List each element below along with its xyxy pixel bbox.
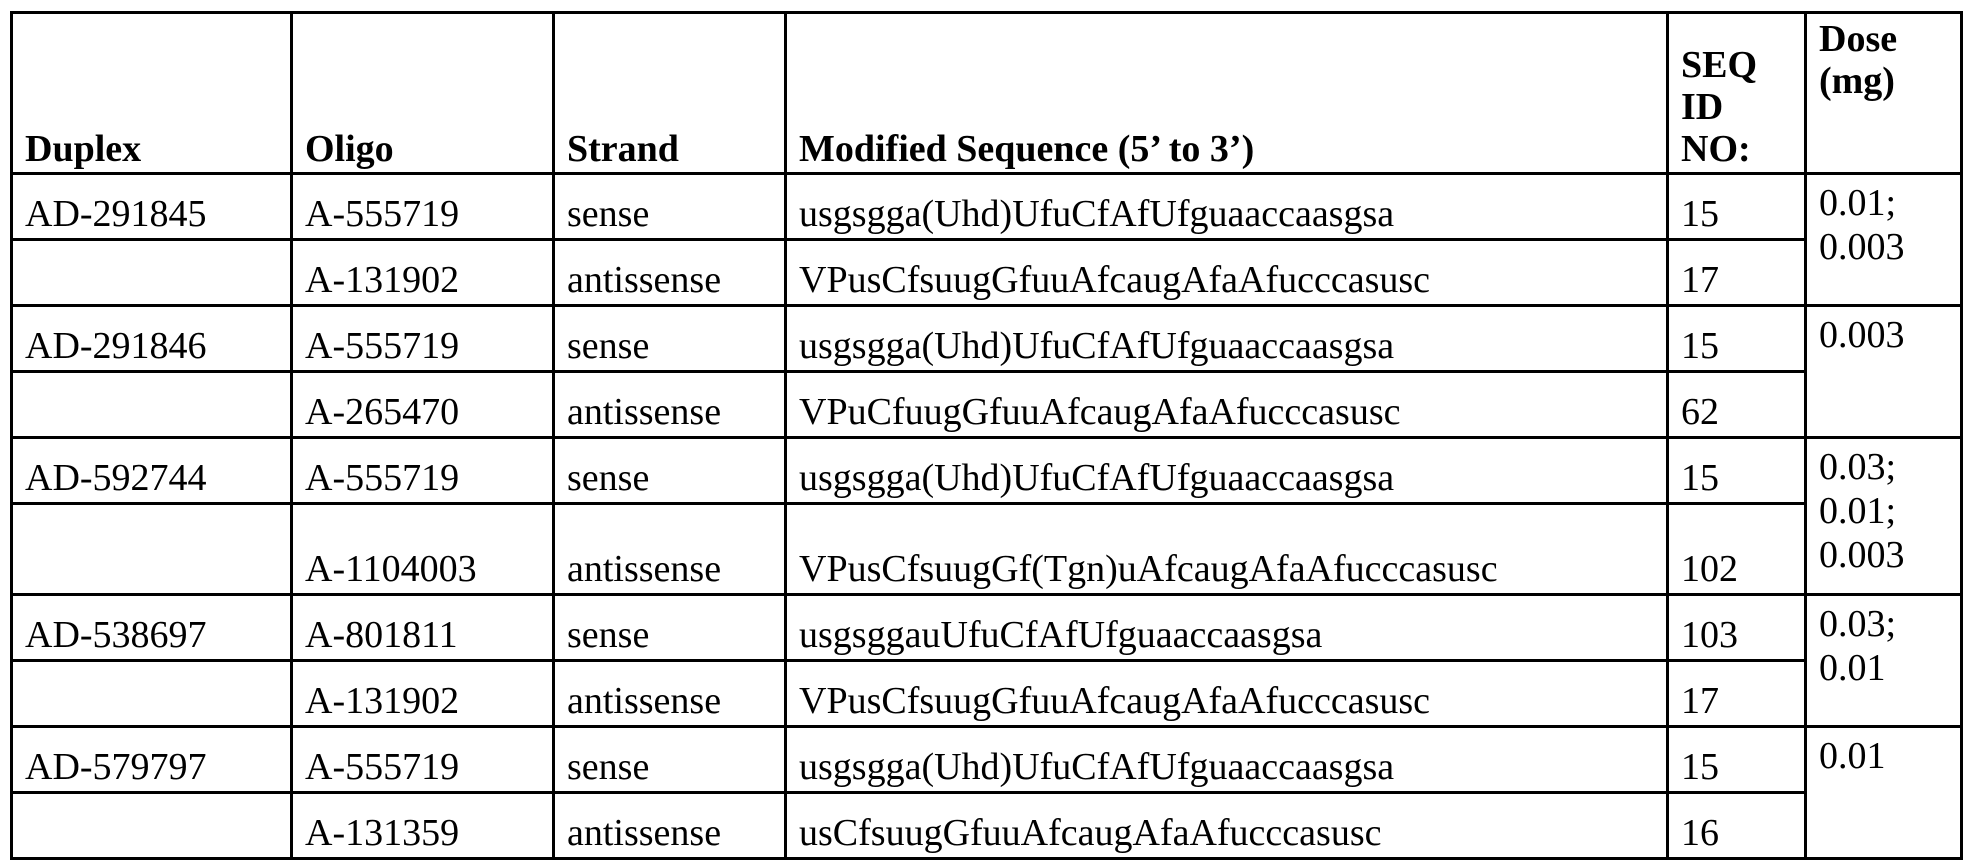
- oligo-cell: A-131902: [292, 240, 554, 306]
- dose-value: 0.003: [1819, 225, 1950, 269]
- header-seq-id-line1: SEQ: [1681, 44, 1794, 86]
- duplex-cell-empty: [12, 372, 292, 438]
- dose-value: 0.01;: [1819, 181, 1950, 225]
- table-row: A-265470 antissense VPuCfuugGfuuAfcaugAf…: [12, 372, 1962, 438]
- strand-cell: antissense: [554, 661, 786, 727]
- strand-cell: sense: [554, 727, 786, 793]
- oligo-cell: A-131359: [292, 793, 554, 859]
- duplex-cell-empty: [12, 504, 292, 595]
- strand-cell: antissense: [554, 504, 786, 595]
- strand-cell: antissense: [554, 793, 786, 859]
- sequence-cell: usCfsuugGfuuAfcaugAfaAfucccasusc: [786, 793, 1668, 859]
- seq-id-cell: 16: [1668, 793, 1806, 859]
- table-row: AD-291846 A-555719 sense usgsgga(Uhd)Ufu…: [12, 306, 1962, 372]
- table-row: AD-579797 A-555719 sense usgsgga(Uhd)Ufu…: [12, 727, 1962, 793]
- strand-cell: sense: [554, 595, 786, 661]
- sequence-cell: VPusCfsuugGf(Tgn)uAfcaugAfaAfucccasusc: [786, 504, 1668, 595]
- duplex-table: Duplex Oligo Strand Modified Sequence (5…: [10, 11, 1963, 860]
- strand-cell: antissense: [554, 372, 786, 438]
- oligo-cell: A-265470: [292, 372, 554, 438]
- table-row: A-131902 antissense VPusCfsuugGfuuAfcaug…: [12, 661, 1962, 727]
- oligo-cell: A-555719: [292, 306, 554, 372]
- table-row: AD-538697 A-801811 sense usgsggauUfuCfAf…: [12, 595, 1962, 661]
- table-row: A-131902 antissense VPusCfsuugGfuuAfcaug…: [12, 240, 1962, 306]
- sequence-cell: VPusCfsuugGfuuAfcaugAfaAfucccasusc: [786, 661, 1668, 727]
- duplex-cell: AD-291845: [12, 174, 292, 240]
- header-dose-line1: Dose: [1819, 18, 1950, 60]
- duplex-cell-empty: [12, 240, 292, 306]
- seq-id-cell: 15: [1668, 438, 1806, 504]
- header-dose: Dose (mg): [1806, 13, 1962, 174]
- seq-id-cell: 17: [1668, 661, 1806, 727]
- duplex-cell: AD-538697: [12, 595, 292, 661]
- duplex-cell: AD-291846: [12, 306, 292, 372]
- dose-value: 0.003: [1819, 533, 1950, 577]
- strand-cell: sense: [554, 174, 786, 240]
- sequence-cell: VPusCfsuugGfuuAfcaugAfaAfucccasusc: [786, 240, 1668, 306]
- header-seq-id-line2: ID: [1681, 86, 1794, 128]
- dose-cell: 0.03; 0.01; 0.003: [1806, 438, 1962, 595]
- duplex-cell-empty: [12, 793, 292, 859]
- dose-value: 0.03;: [1819, 602, 1950, 646]
- seq-id-cell: 17: [1668, 240, 1806, 306]
- strand-cell: sense: [554, 438, 786, 504]
- oligo-cell: A-555719: [292, 438, 554, 504]
- strand-cell: antissense: [554, 240, 786, 306]
- oligo-cell: A-555719: [292, 727, 554, 793]
- seq-id-cell: 15: [1668, 306, 1806, 372]
- dose-value: 0.003: [1819, 313, 1950, 357]
- sequence-cell: VPuCfuugGfuuAfcaugAfaAfucccasusc: [786, 372, 1668, 438]
- header-sequence: Modified Sequence (5’ to 3’): [786, 13, 1668, 174]
- sequence-cell: usgsgga(Uhd)UfuCfAfUfguaaccaasgsa: [786, 306, 1668, 372]
- duplex-cell: AD-579797: [12, 727, 292, 793]
- table-row: A-1104003 antissense VPusCfsuugGf(Tgn)uA…: [12, 504, 1962, 595]
- table-row: AD-291845 A-555719 sense usgsgga(Uhd)Ufu…: [12, 174, 1962, 240]
- duplex-cell-empty: [12, 661, 292, 727]
- seq-id-cell: 62: [1668, 372, 1806, 438]
- dose-cell: 0.01; 0.003: [1806, 174, 1962, 306]
- dose-value: 0.01;: [1819, 489, 1950, 533]
- table-row: A-131359 antissense usCfsuugGfuuAfcaugAf…: [12, 793, 1962, 859]
- dose-value: 0.03;: [1819, 445, 1950, 489]
- dose-cell: 0.01: [1806, 727, 1962, 859]
- duplex-cell: AD-592744: [12, 438, 292, 504]
- table-row: AD-592744 A-555719 sense usgsgga(Uhd)Ufu…: [12, 438, 1962, 504]
- dose-value: 0.01: [1819, 734, 1950, 778]
- header-oligo: Oligo: [292, 13, 554, 174]
- seq-id-cell: 103: [1668, 595, 1806, 661]
- oligo-cell: A-555719: [292, 174, 554, 240]
- document-page: Duplex Oligo Strand Modified Sequence (5…: [10, 11, 1960, 851]
- sequence-cell: usgsggauUfuCfAfUfguaaccaasgsa: [786, 595, 1668, 661]
- header-seq-id: SEQ ID NO:: [1668, 13, 1806, 174]
- dose-cell: 0.003: [1806, 306, 1962, 438]
- header-dose-line2: (mg): [1819, 60, 1950, 102]
- oligo-cell: A-801811: [292, 595, 554, 661]
- header-seq-id-line3: NO:: [1681, 128, 1794, 170]
- oligo-cell: A-1104003: [292, 504, 554, 595]
- header-row: Duplex Oligo Strand Modified Sequence (5…: [12, 13, 1962, 174]
- sequence-cell: usgsgga(Uhd)UfuCfAfUfguaaccaasgsa: [786, 727, 1668, 793]
- sequence-cell: usgsgga(Uhd)UfuCfAfUfguaaccaasgsa: [786, 438, 1668, 504]
- sequence-cell: usgsgga(Uhd)UfuCfAfUfguaaccaasgsa: [786, 174, 1668, 240]
- header-strand: Strand: [554, 13, 786, 174]
- strand-cell: sense: [554, 306, 786, 372]
- seq-id-cell: 15: [1668, 727, 1806, 793]
- header-duplex: Duplex: [12, 13, 292, 174]
- seq-id-cell: 15: [1668, 174, 1806, 240]
- dose-value: 0.01: [1819, 646, 1950, 690]
- dose-cell: 0.03; 0.01: [1806, 595, 1962, 727]
- seq-id-cell: 102: [1668, 504, 1806, 595]
- oligo-cell: A-131902: [292, 661, 554, 727]
